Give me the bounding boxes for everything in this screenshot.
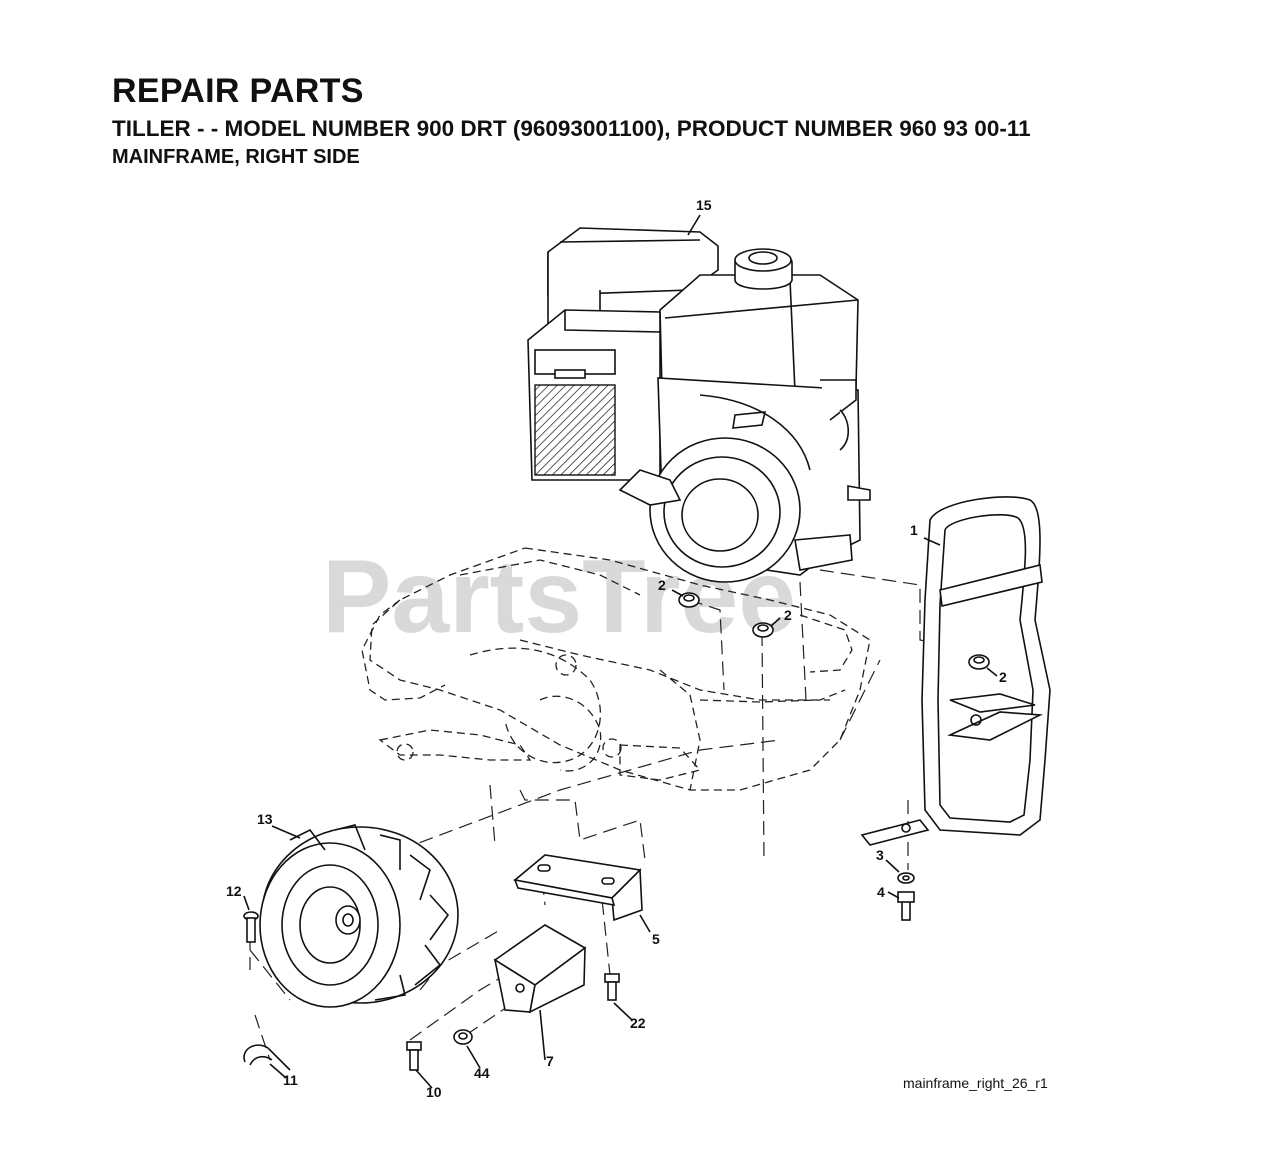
- mainframe-phantom: [361, 547, 871, 791]
- callout-5: 5: [652, 931, 660, 947]
- page-subtitle: TILLER - - MODEL NUMBER 900 DRT (9609300…: [112, 116, 1031, 141]
- hex-nut-2b[interactable]: [752, 622, 774, 638]
- callout-labels: 15 1 2 2 2 3 4 5 7 10 11 12 13 22 44: [226, 197, 1007, 1100]
- bolt-4[interactable]: [897, 891, 915, 921]
- leader-lines: [243, 214, 998, 1089]
- page-title: REPAIR PARTS: [112, 72, 364, 110]
- washer[interactable]: [897, 872, 915, 884]
- bolt-10[interactable]: [406, 1041, 422, 1071]
- callout-2c: 2: [999, 669, 1007, 685]
- wheel-tire[interactable]: [259, 824, 459, 1008]
- callout-22: 22: [630, 1015, 646, 1031]
- callout-2a: 2: [658, 577, 666, 593]
- bumper-guard[interactable]: [860, 496, 1051, 846]
- callout-13: 13: [257, 811, 273, 827]
- callout-2b: 2: [784, 607, 792, 623]
- section-title: MAINFRAME, RIGHT SIDE: [112, 146, 360, 168]
- engine[interactable]: [527, 227, 871, 583]
- hex-nut-2c[interactable]: [968, 654, 990, 670]
- callout-7: 7: [546, 1053, 554, 1069]
- hex-nut-2a[interactable]: [678, 592, 700, 608]
- callout-3: 3: [876, 847, 884, 863]
- callout-1: 1: [910, 522, 918, 538]
- bolt-22[interactable]: [604, 973, 620, 1001]
- hairpin-clip[interactable]: [243, 1044, 291, 1071]
- callout-15: 15: [696, 197, 712, 213]
- bracket[interactable]: [513, 854, 643, 922]
- weight-block[interactable]: [493, 924, 587, 1014]
- callout-44: 44: [474, 1065, 490, 1081]
- callout-12: 12: [226, 883, 242, 899]
- callout-10: 10: [426, 1084, 442, 1100]
- diagram-reference-code: mainframe_right_26_r1: [903, 1075, 1048, 1091]
- nut-44[interactable]: [453, 1029, 473, 1045]
- callout-11: 11: [283, 1072, 298, 1088]
- callout-4: 4: [877, 884, 885, 900]
- clevis-pin[interactable]: [243, 911, 259, 943]
